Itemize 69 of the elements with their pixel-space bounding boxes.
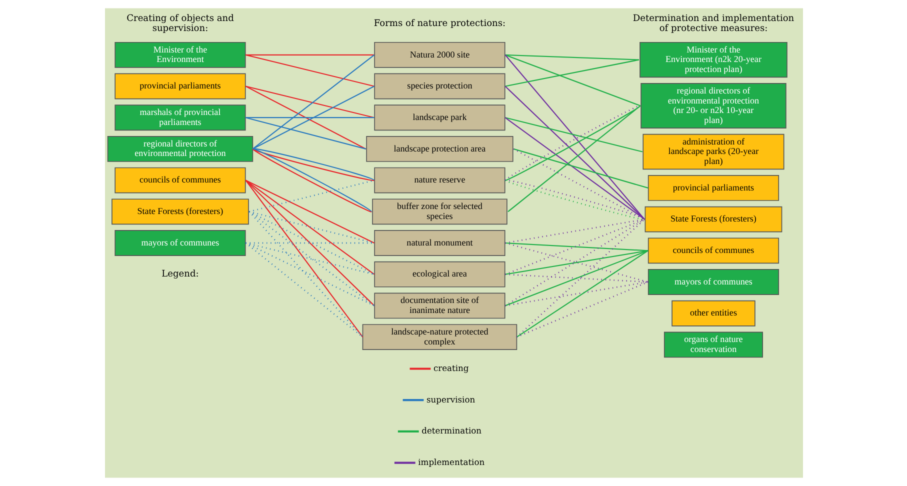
legend-label: other entities: [689, 308, 736, 318]
connector: [504, 54, 638, 60]
connector: [504, 250, 648, 306]
connector: [244, 180, 374, 275]
connector: [245, 242, 374, 244]
node-box: buffer zone for selected species: [372, 198, 507, 225]
node-box: marshals of provincial parliaments: [114, 104, 246, 131]
connector: [504, 117, 642, 152]
connector: [504, 242, 648, 252]
node-box: provincial parliaments: [647, 175, 779, 201]
legend-label: creating: [432, 362, 468, 373]
connector: [507, 105, 640, 212]
legend-label: organs of nature conservation: [684, 334, 742, 354]
node-box: species protection: [374, 73, 505, 100]
connector: [245, 117, 374, 118]
connector: [504, 250, 648, 275]
connector: [245, 242, 374, 276]
node-box: Natura 2000 site: [374, 42, 505, 68]
connector: [252, 54, 374, 150]
node-box: councils of communes: [647, 238, 779, 264]
node-box: mayors of communes: [647, 269, 779, 295]
connector: [512, 148, 648, 188]
label: Determination and implementation of protective measures:: [632, 14, 794, 34]
connector: [244, 180, 374, 244]
connector: [516, 218, 644, 338]
connector: [504, 59, 639, 87]
node-box: natural monument: [374, 230, 505, 256]
node-box: Minister of the Environment (n2k 20-year protection plan): [639, 42, 787, 78]
connector: [245, 117, 366, 150]
node-box: mayors of communes: [114, 230, 246, 256]
connector: [504, 242, 648, 283]
node-box: regional directors of environmental protection: [106, 136, 253, 162]
connector: [512, 148, 644, 220]
connector: [516, 281, 648, 338]
connector: [504, 54, 640, 106]
connector: [516, 250, 648, 338]
node-box: landscape protection area: [366, 136, 513, 162]
connector: [504, 274, 648, 283]
label: Legend:: [161, 270, 198, 280]
connector: [504, 117, 644, 220]
node-box: State Forests (foresters): [644, 206, 782, 232]
node-box: landscape-nature protected complex: [362, 324, 517, 350]
connector: [504, 54, 644, 220]
node-box: State Forests (foresters): [111, 198, 248, 225]
node-box: administration of landscape parks (20-year plan): [642, 134, 784, 170]
connector: [245, 54, 374, 56]
connector: [244, 242, 363, 338]
node-box: regional directors of environmental protection (nr 20- or n2k 10-year plan): [640, 83, 786, 128]
node-box: nature reserve: [374, 167, 505, 194]
node-box: Minister of the Environment: [114, 42, 246, 68]
connector: [248, 211, 363, 338]
node-box: documentation site of inanimate nature: [374, 292, 505, 319]
legend-label: determination: [421, 426, 482, 436]
connector: [248, 180, 374, 212]
connector: [244, 180, 363, 338]
label: Forms of nature protections:: [373, 18, 506, 29]
label: Creating of objects and supervision:: [126, 14, 234, 34]
legend-label: implementation: [418, 456, 484, 467]
connector: [504, 281, 648, 306]
legend-label: supervision: [426, 394, 475, 404]
connector: [244, 242, 374, 306]
node-box: landscape park: [374, 104, 505, 131]
connector: [504, 86, 644, 220]
connector: [245, 86, 374, 118]
node-box: ecological area: [374, 261, 505, 288]
node-box: provincial parliaments: [114, 73, 246, 100]
connector: [244, 180, 374, 306]
connector: [245, 54, 374, 87]
node-box: councils of communes: [114, 167, 246, 194]
